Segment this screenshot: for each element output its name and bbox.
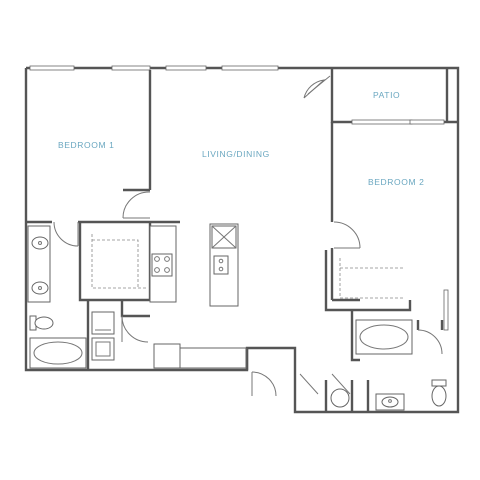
windows: [29, 65, 449, 331]
room-label-living-dining: LIVING/DINING: [202, 149, 270, 159]
room-label-bedroom-2: BEDROOM 2: [368, 177, 424, 187]
door-swing-icon: [122, 191, 151, 219]
kitchen: [149, 223, 247, 369]
door-swing-icon: [53, 221, 79, 247]
closet-rods: [91, 234, 404, 299]
door-swing-icon: [331, 373, 351, 395]
interior-walls: [26, 70, 444, 412]
sink-icon: [31, 281, 49, 295]
door-swing-icon: [303, 79, 326, 99]
door-swing-icon: [333, 221, 361, 249]
bathtub-icon: [29, 337, 87, 369]
door-swing-icon: [299, 373, 319, 395]
room-label-bedroom-1: BEDROOM 1: [58, 140, 114, 150]
dryer-icon: [91, 337, 115, 361]
door-swing-icon: [121, 315, 149, 343]
toilet-icon: [29, 315, 54, 331]
sink-icon: [31, 236, 49, 250]
bath-2: [330, 319, 447, 411]
sink-icon: [375, 393, 405, 411]
door-swing-icon: [251, 371, 277, 397]
washer-icon: [91, 311, 115, 335]
bathtub-icon: [355, 319, 413, 355]
door-swings: [53, 75, 443, 397]
washer-icon: [330, 388, 350, 408]
sink-icon: [213, 255, 229, 275]
room-label-patio: PATIO: [373, 90, 400, 100]
door-swing-icon: [417, 329, 443, 355]
bath-1: [27, 225, 115, 369]
toilet-icon: [431, 379, 447, 407]
stove-icon: [151, 253, 173, 277]
